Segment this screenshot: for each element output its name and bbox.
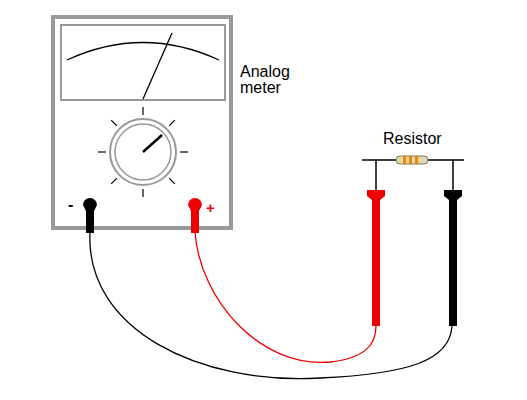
resistor-symbol [396,156,428,164]
resistor-band [409,156,412,164]
meter-housing [53,17,231,228]
dial-pointer [143,135,162,152]
dial-tick [111,120,117,126]
polarity-sign: + [206,200,220,215]
negative-jack [83,198,97,233]
resistor-label: Resistor [383,131,463,147]
meter-label: Analog meter [240,64,302,96]
selector-knob [115,124,171,180]
meter-scale [67,43,219,61]
red-probe [367,190,385,326]
meter-display [61,25,225,100]
dial-tick [111,178,117,184]
dial-tick [169,178,175,184]
dial-tick [142,107,143,115]
black-lead-wire [90,232,452,379]
resistor-lead [452,160,454,190]
red-lead-wire [195,232,376,362]
black-probe [444,190,462,326]
resistor-band [415,156,418,164]
dial-ticks [98,107,188,197]
dial-tick [169,120,175,126]
positive-jack [188,198,202,233]
polarity-sign: - [68,197,80,213]
dial-tick [180,151,188,152]
meter-needle [143,33,172,99]
resistor-lead [375,160,377,190]
resistor-band [403,156,406,164]
dial-tick [98,151,106,152]
dial-tick [142,189,143,197]
selector-dial [110,119,176,185]
